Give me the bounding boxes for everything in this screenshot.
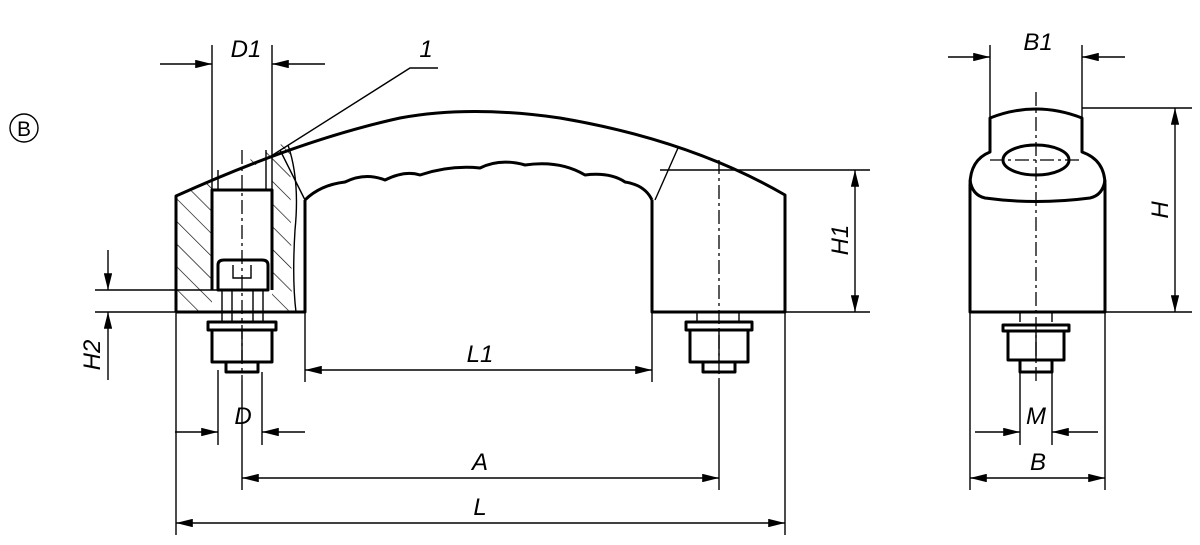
front-view-handle bbox=[174, 110, 787, 380]
dim-h1-label: H1 bbox=[827, 225, 854, 256]
dimensions-front: D1 1 H1 H2 L1 D A bbox=[79, 36, 870, 535]
dim-l-label: L bbox=[473, 494, 486, 521]
dim-b1-label: B1 bbox=[1023, 29, 1052, 56]
side-view-handle bbox=[968, 92, 1107, 385]
dim-l1-label: L1 bbox=[467, 341, 494, 368]
dimensions-side: B1 H M B bbox=[948, 29, 1192, 490]
dim-a-label: A bbox=[470, 449, 488, 476]
callout-1-label: 1 bbox=[419, 36, 432, 63]
dim-b-label: B bbox=[1030, 449, 1046, 476]
dim-h-label: H bbox=[1147, 201, 1174, 219]
dim-h2-label: H2 bbox=[79, 340, 106, 371]
view-marker: B bbox=[9, 113, 39, 143]
dim-m-label: M bbox=[1026, 403, 1046, 430]
view-marker-label: B bbox=[17, 118, 31, 141]
dim-d1-label: D1 bbox=[231, 36, 262, 63]
section-hatching bbox=[176, 140, 292, 312]
dim-d-label: D bbox=[234, 403, 251, 430]
